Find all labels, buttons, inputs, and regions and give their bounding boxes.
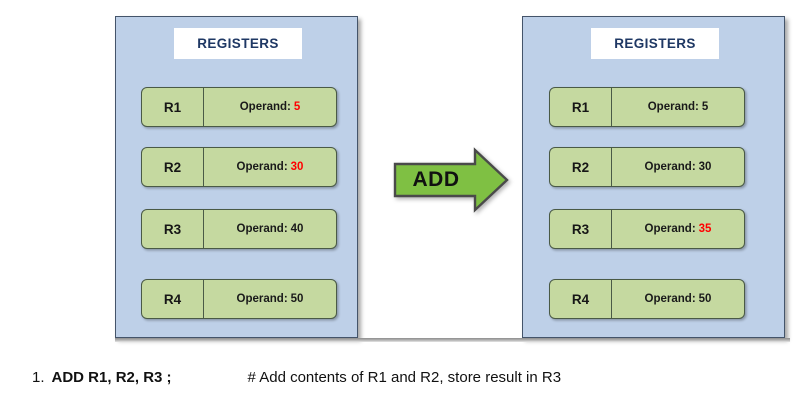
register-row-r4-after[interactable]: R4 Operand: 50 bbox=[549, 279, 745, 319]
register-name: R2 bbox=[550, 148, 612, 186]
register-operand-cell: Operand: 30 bbox=[612, 148, 744, 186]
register-name: R3 bbox=[550, 210, 612, 248]
register-operand-cell: Operand: 5 bbox=[612, 88, 744, 126]
register-operand-cell: Operand: 50 bbox=[612, 280, 744, 318]
panel-title-box-after: REGISTERS bbox=[591, 28, 719, 59]
register-operand-value: 5 bbox=[293, 101, 301, 113]
register-operand-cell: Operand: 5 bbox=[204, 88, 336, 126]
register-row-r2-before[interactable]: R2 Operand: 30 bbox=[141, 147, 337, 187]
register-row-r3-before[interactable]: R3 Operand: 40 bbox=[141, 209, 337, 249]
register-operand-label: Operand: bbox=[236, 293, 288, 305]
register-operand-label: Operand: bbox=[236, 223, 288, 235]
register-list-before: R1 Operand: 5 R2 Operand: 30 R3 Operand:… bbox=[116, 17, 357, 337]
register-row-r1-after[interactable]: R1 Operand: 5 bbox=[549, 87, 745, 127]
caption-comment: # Add contents of R1 and R2, store resul… bbox=[247, 368, 562, 386]
panel-title-box-before: REGISTERS bbox=[174, 28, 302, 59]
register-operand-label: Operand: bbox=[644, 161, 696, 173]
register-operand-value: 5 bbox=[701, 101, 709, 113]
register-operand-cell: Operand: 30 bbox=[204, 148, 336, 186]
register-name: R1 bbox=[550, 88, 612, 126]
register-row-r2-after[interactable]: R2 Operand: 30 bbox=[549, 147, 745, 187]
register-operand-value: 50 bbox=[698, 293, 712, 305]
register-name: R4 bbox=[142, 280, 204, 318]
register-row-r3-after[interactable]: R3 Operand: 35 bbox=[549, 209, 745, 249]
register-operand-value: 30 bbox=[698, 161, 712, 173]
register-operand-cell: Operand: 50 bbox=[204, 280, 336, 318]
register-file-panel-after: REGISTERS R1 Operand: 5 R2 Operand: 30 R… bbox=[522, 16, 785, 338]
register-list-after: R1 Operand: 5 R2 Operand: 30 R3 Operand:… bbox=[523, 17, 784, 337]
register-operand-value: 50 bbox=[290, 293, 304, 305]
register-operand-label: Operand: bbox=[647, 101, 699, 113]
horizontal-divider bbox=[115, 338, 790, 342]
register-operand-value: 35 bbox=[698, 223, 712, 235]
register-name: R4 bbox=[550, 280, 612, 318]
register-file-panel-before: REGISTERS R1 Operand: 5 R2 Operand: 30 R… bbox=[115, 16, 358, 338]
register-name: R1 bbox=[142, 88, 204, 126]
register-row-r1-before[interactable]: R1 Operand: 5 bbox=[141, 87, 337, 127]
register-operand-value: 30 bbox=[290, 161, 304, 173]
add-operation-arrow: ADD bbox=[393, 147, 510, 213]
register-operand-cell: Operand: 40 bbox=[204, 210, 336, 248]
instruction-caption: 1. ADD R1, R2, R3 ; # Add contents of R1… bbox=[32, 362, 772, 392]
register-row-r4-before[interactable]: R4 Operand: 50 bbox=[141, 279, 337, 319]
register-operand-label: Operand: bbox=[239, 101, 291, 113]
register-name: R3 bbox=[142, 210, 204, 248]
right-arrow-icon bbox=[393, 147, 509, 213]
panel-title-after: REGISTERS bbox=[614, 36, 696, 51]
register-operand-cell: Operand: 35 bbox=[612, 210, 744, 248]
caption-list-number: 1. bbox=[32, 368, 45, 386]
caption-instruction: ADD R1, R2, R3 ; bbox=[51, 368, 172, 386]
register-name: R2 bbox=[142, 148, 204, 186]
register-operand-value: 40 bbox=[290, 223, 304, 235]
register-operand-label: Operand: bbox=[644, 223, 696, 235]
add-arrow-label: ADD bbox=[412, 168, 460, 191]
register-operand-label: Operand: bbox=[236, 161, 288, 173]
panel-title-before: REGISTERS bbox=[197, 36, 279, 51]
register-operand-label: Operand: bbox=[644, 293, 696, 305]
